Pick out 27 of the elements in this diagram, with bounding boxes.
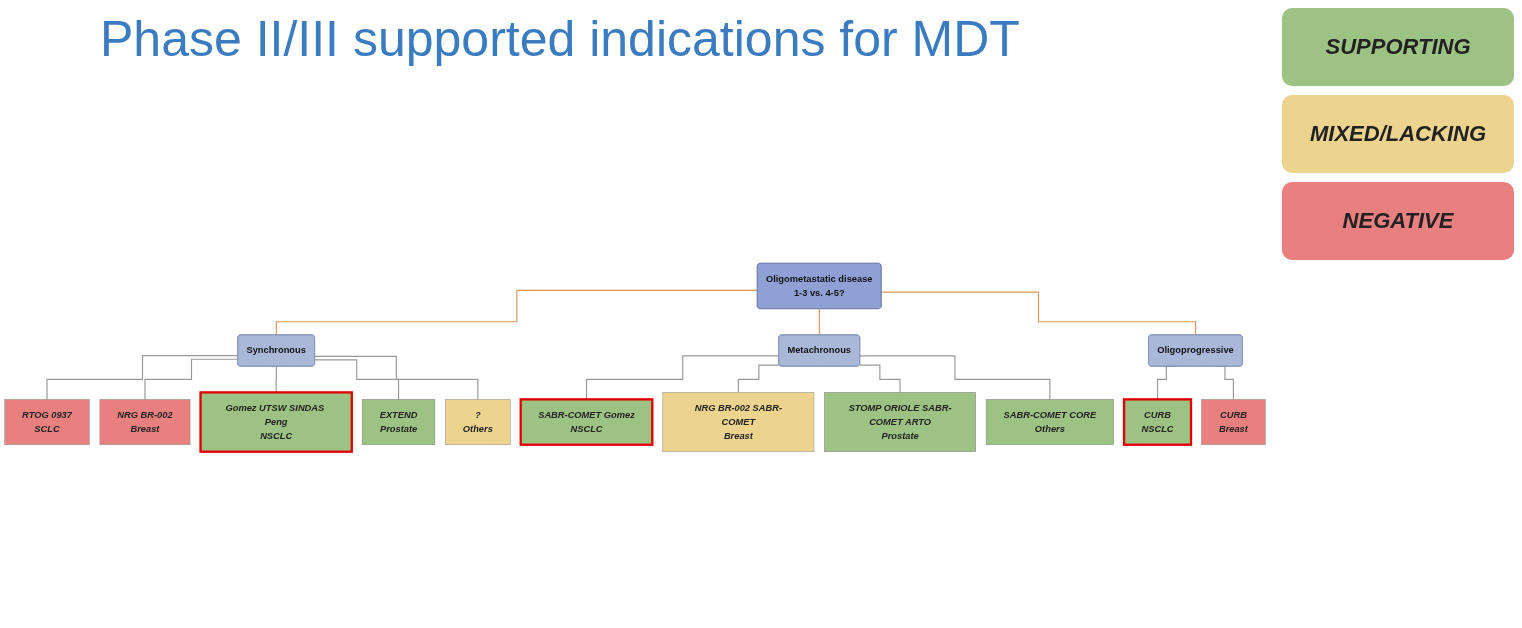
connector — [585, 355, 780, 400]
connector — [859, 355, 1051, 400]
connector — [880, 291, 1197, 336]
node-box: STOMP ORIOLE SABR-COMET ARTO Prostate — [824, 392, 976, 452]
node-box: CURB Breast — [1201, 399, 1266, 446]
node-box: CURB NSCLC — [1122, 398, 1193, 446]
legend-swatch: MIXED/LACKING — [1282, 95, 1514, 173]
node-box: EXTEND Prostate — [361, 399, 436, 446]
node-box: NRG BR-002 SABR-COMET Breast — [662, 392, 815, 452]
connector — [859, 364, 901, 393]
legend-swatch: SUPPORTING — [1282, 8, 1514, 86]
connector — [314, 355, 479, 400]
connector — [275, 365, 278, 393]
node-box: RTOG 0937 SCLC — [4, 399, 90, 446]
node-box: NRG BR-002 Breast — [99, 399, 191, 446]
node-box: SABR-COMET Gomez NSCLC — [519, 398, 654, 446]
connector — [818, 308, 821, 336]
connector — [46, 355, 239, 400]
node-box: SABR-COMET CORE Others — [985, 399, 1114, 446]
node-box: Gomez UTSW SINDAS Peng NSCLC — [199, 391, 353, 453]
legend-swatch: NEGATIVE — [1282, 182, 1514, 260]
connector — [144, 358, 239, 400]
connector — [737, 364, 780, 393]
node-box: ? Others — [445, 399, 511, 446]
connector — [275, 289, 759, 336]
title: Phase II/III supported indications for MDT — [100, 10, 1020, 68]
connector — [314, 359, 400, 400]
